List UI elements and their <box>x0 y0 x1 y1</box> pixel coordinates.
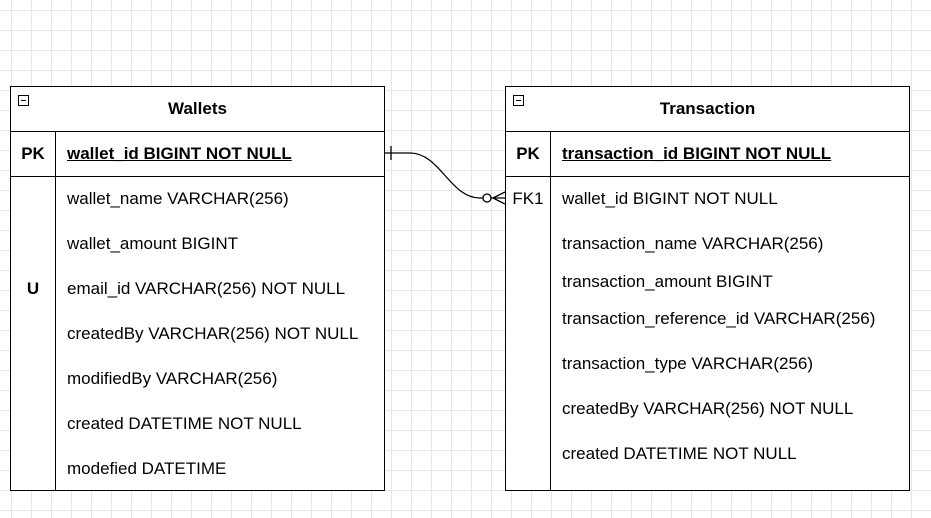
collapse-icon[interactable] <box>18 95 29 106</box>
field-row[interactable]: transaction_reference_id VARCHAR(256) <box>562 309 876 328</box>
zero-cardinality-mark <box>482 193 492 203</box>
divider <box>506 131 909 132</box>
connector-line <box>385 152 505 199</box>
field-row[interactable]: modifiedBy VARCHAR(256) <box>67 369 278 388</box>
field-row[interactable]: createdBy VARCHAR(256) NOT NULL <box>67 324 359 343</box>
transaction-table[interactable]: Transaction PK transaction_id BIGINT NOT… <box>505 86 910 491</box>
collapse-icon[interactable] <box>513 95 524 106</box>
fk-label: FK1 <box>512 189 544 208</box>
crowfoot-upper <box>492 191 506 199</box>
pk-label: PK <box>516 144 540 163</box>
pk-field[interactable]: transaction_id BIGINT NOT NULL <box>562 144 832 163</box>
crowfoot-lower <box>492 197 506 205</box>
table-title: Wallets <box>168 99 227 118</box>
field-row[interactable]: transaction_type VARCHAR(256) <box>562 354 814 373</box>
table-title: Transaction <box>659 99 756 118</box>
pk-label: PK <box>21 144 45 163</box>
key-label: U <box>26 279 40 298</box>
pk-field[interactable]: wallet_id BIGINT NOT NULL <box>67 144 292 163</box>
field-row[interactable]: createdBy VARCHAR(256) NOT NULL <box>562 399 854 418</box>
field-row[interactable]: transaction_amount BIGINT <box>562 272 773 291</box>
field-row[interactable]: wallet_name VARCHAR(256) <box>67 189 289 208</box>
wallets-table[interactable]: Wallets PK wallet_id BIGINT NOT NULL U w… <box>10 86 385 491</box>
field-row[interactable]: created DATETIME NOT NULL <box>562 444 797 463</box>
divider <box>550 131 551 490</box>
divider <box>55 131 56 490</box>
field-row[interactable]: created DATETIME NOT NULL <box>67 414 302 433</box>
divider <box>11 131 384 132</box>
field-row[interactable]: wallet_id BIGINT NOT NULL <box>562 189 778 208</box>
divider <box>11 176 384 177</box>
field-row[interactable]: transaction_name VARCHAR(256) <box>562 234 824 253</box>
divider <box>506 176 909 177</box>
field-row[interactable]: email_id VARCHAR(256) NOT NULL <box>67 279 346 298</box>
field-row[interactable]: wallet_amount BIGINT <box>67 234 239 253</box>
field-row[interactable]: modefied DATETIME <box>67 459 227 478</box>
